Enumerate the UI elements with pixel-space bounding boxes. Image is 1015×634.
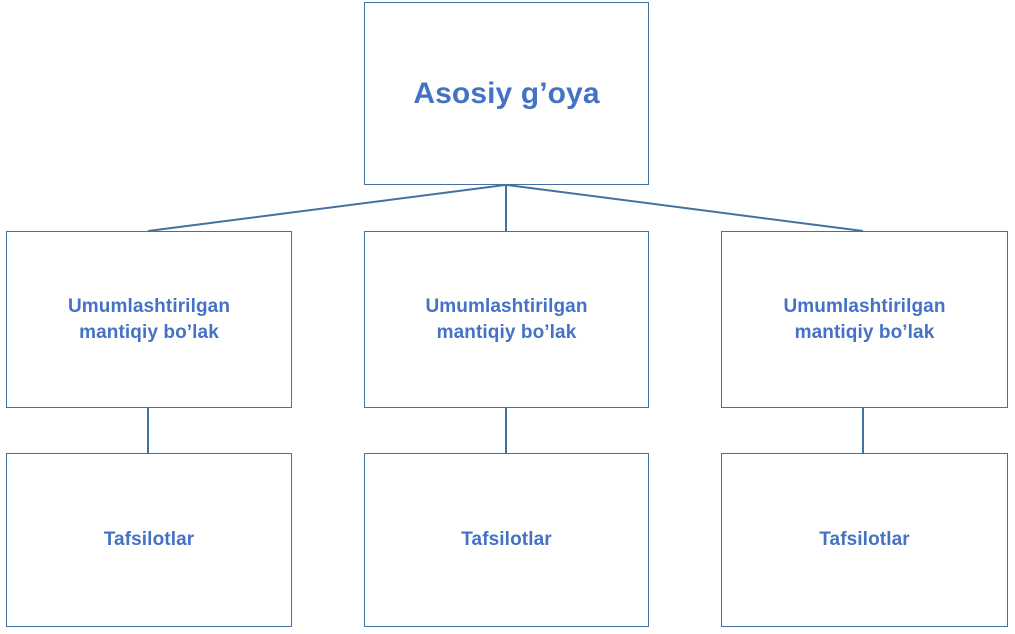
node-root-main-idea[interactable]: Asosiy g’oya: [364, 2, 649, 185]
node-detail-2-label: Tafsilotlar: [461, 529, 552, 551]
connector-root-to-branch-3: [506, 184, 864, 232]
node-branch-3-label: Umumlashtirilgan mantiqiy bo’lak: [783, 296, 946, 343]
node-detail-3[interactable]: Tafsilotlar: [721, 453, 1008, 627]
node-branch-2[interactable]: Umumlashtirilgan mantiqiy bo’lak: [364, 231, 649, 408]
node-branch-1-label: Umumlashtirilgan mantiqiy bo’lak: [67, 296, 231, 343]
node-branch-3[interactable]: Umumlashtirilgan mantiqiy bo’lak: [721, 231, 1008, 408]
node-root-label: Asosiy g’oya: [413, 76, 600, 110]
node-detail-1[interactable]: Tafsilotlar: [6, 453, 292, 627]
node-detail-3-label: Tafsilotlar: [819, 529, 910, 551]
node-detail-2[interactable]: Tafsilotlar: [364, 453, 649, 627]
node-branch-1[interactable]: Umumlashtirilgan mantiqiy bo’lak: [6, 231, 292, 408]
node-detail-1-label: Tafsilotlar: [103, 529, 195, 551]
connector-root-to-branch-1: [147, 184, 506, 232]
node-branch-2-label: Umumlashtirilgan mantiqiy bo’lak: [425, 296, 588, 343]
